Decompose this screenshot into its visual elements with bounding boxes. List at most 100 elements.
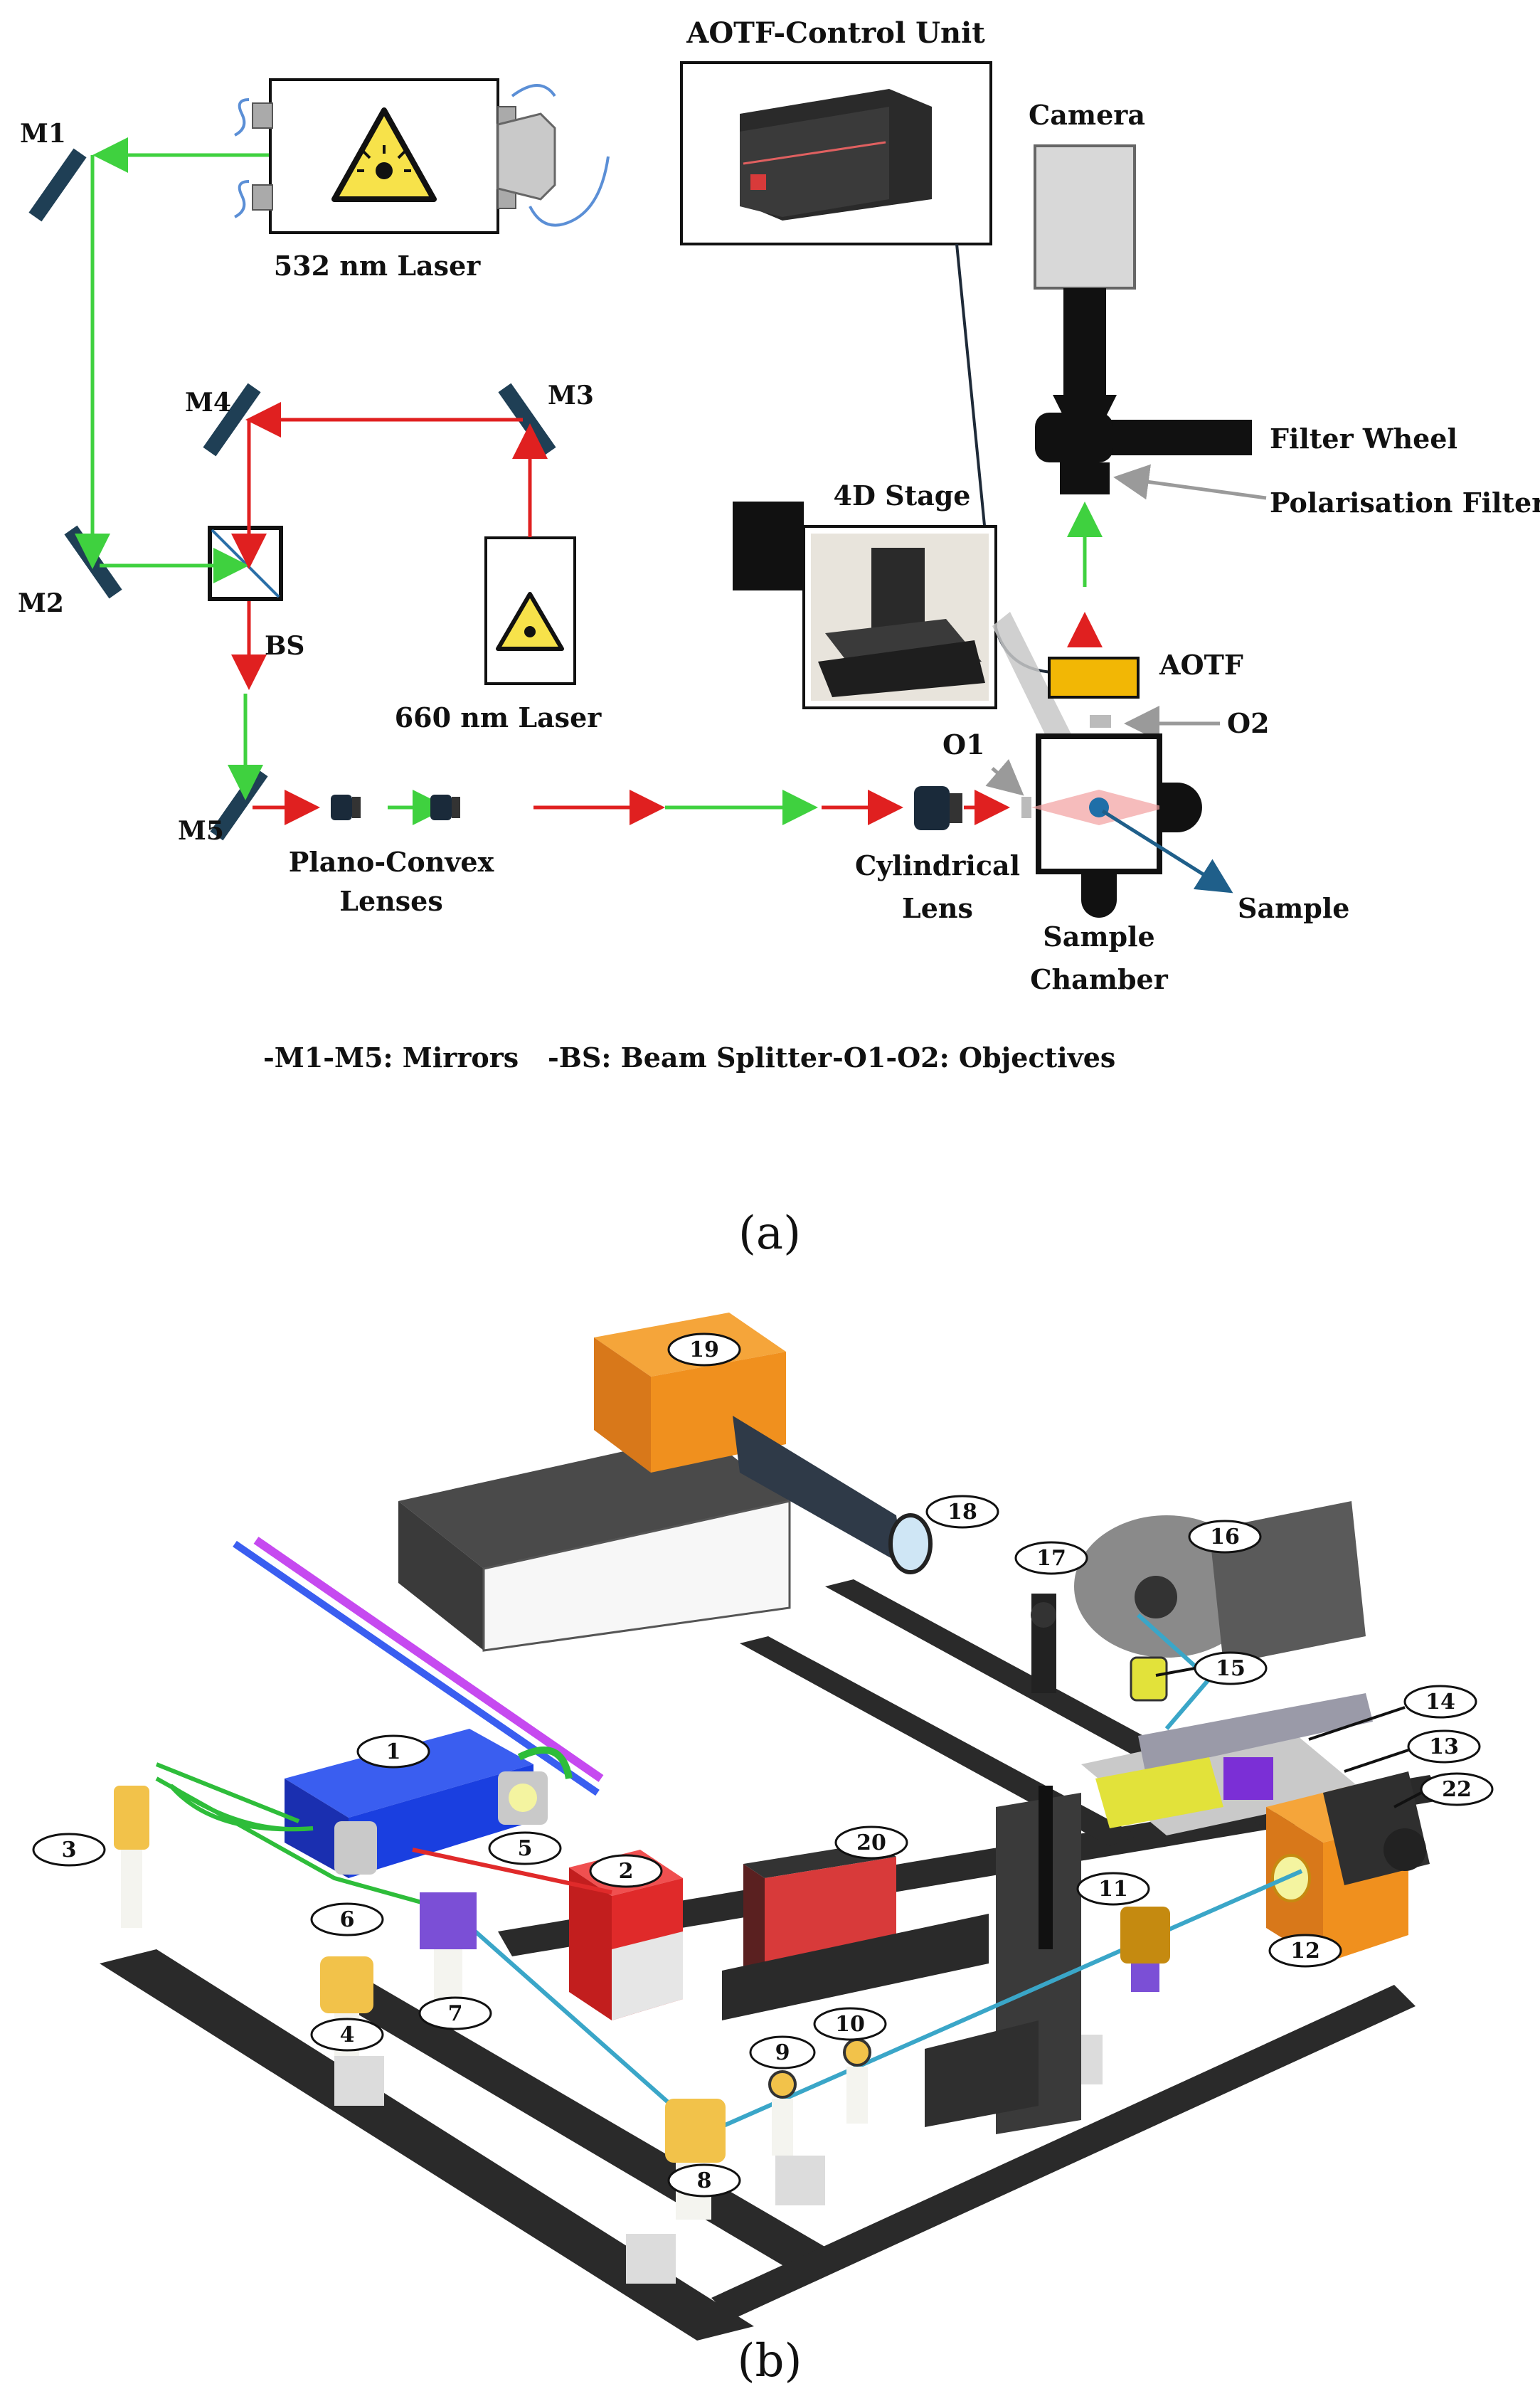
aotf-label: AOTF [1159,649,1243,681]
stage-tower [925,1786,1081,2134]
callout-2: 2 [589,1854,663,1888]
legend-mirrors: -M1-M5: Mirrors [263,1042,519,1074]
sample-pointer [1101,809,1233,894]
callout-17: 17 [1014,1541,1088,1575]
callout-3: 3 [32,1833,106,1867]
mirror-mount-5 [498,1771,548,1825]
green-beam-path [75,137,1103,825]
svg-text:5: 5 [518,1836,533,1861]
laser-660-label: 660 nm Laser [395,701,602,733]
callout-labels: 1 2 3 4 5 6 7 8 9 10 11 12 13 14 15 16 1… [32,1332,1494,2198]
callout-1: 1 [356,1734,430,1769]
mirror-mount-3 [114,1786,149,1928]
plano-convex-lens-2 [430,795,460,820]
lens-mount-9 [768,2070,797,2156]
laser-660-unit [484,536,576,685]
sample-chamber-label-line2: Chamber [1030,963,1168,995]
svg-text:3: 3 [62,1838,77,1862]
callout-7: 7 [418,1996,492,2030]
filter-wheel [1035,413,1252,494]
red-beam-path [231,402,1119,825]
laser-532-unit [234,78,610,234]
callout-14: 14 [1403,1685,1477,1719]
stage-4d-label: 4D Stage [834,479,971,512]
cylindrical-label-line2: Lens [902,892,973,924]
mirror-m1-label: M1 [20,119,66,149]
svg-text:2: 2 [619,1859,634,1884]
sample-chamber [1031,733,1202,918]
callout-8: 8 [667,2163,741,2198]
lens-mount-11 [1120,1907,1170,1992]
mount-17 [1031,1594,1056,1693]
lens-mount-10 [843,2038,871,2124]
sample-label: Sample [1238,892,1349,924]
plano-convex-label-line1: Plano-Convex [289,846,494,878]
cylindrical-lens [914,786,962,830]
laser-module-1 [233,1537,604,1878]
objective-o1 [1021,797,1031,818]
camera [1034,144,1136,430]
objective-o2 [1090,715,1111,728]
callout-10: 10 [813,2007,887,2041]
mirror-m2-label: M2 [18,588,64,618]
callout-6: 6 [310,1902,384,1936]
polarisation-filter-pointer [1113,464,1267,500]
callout-12: 12 [1268,1934,1342,1968]
plano-convex-lens-1 [331,795,361,820]
beam-splitter-label: BS [265,631,304,661]
svg-text:8: 8 [697,2168,712,2193]
callout-19: 19 [667,1332,741,1367]
callout-20: 20 [834,1825,908,1860]
mirror-mount-6 [334,1821,377,1875]
o2-label: O2 [1227,707,1270,739]
svg-text:22: 22 [1442,1777,1472,1802]
mirror-m4-label: M4 [185,388,231,418]
legend-objectives: -O1-O2: Objectives [832,1042,1115,1074]
svg-text:18: 18 [947,1500,977,1525]
mount-15 [1130,1656,1168,1702]
optics-enclosure [398,1433,791,1652]
aotf-control-unit-label: AOTF-Control Unit [686,16,985,50]
svg-text:4: 4 [340,2023,355,2047]
plano-convex-label-line2: Lenses [339,885,443,917]
callout-18: 18 [925,1495,999,1529]
beam-splitter-7 [420,1892,477,1999]
filter-wheel-label: Filter Wheel [1270,423,1457,455]
svg-text:9: 9 [775,2040,790,2065]
laser-532-label: 532 nm Laser [274,250,482,282]
mirror-m3-label: M3 [548,381,594,410]
legend-beam-splitter: -BS: Beam Splitter [548,1042,832,1074]
aotf-crystal [1048,657,1140,699]
svg-text:12: 12 [1290,1939,1320,1964]
mirror-m5-label: M5 [178,816,224,846]
callout-22: 22 [1420,1772,1494,1806]
stage-4d [802,525,997,709]
stage-arm [992,612,1081,765]
o1-pointer [985,758,1024,796]
cylindrical-label-line1: Cylindrical [855,849,1020,881]
panel-a-caption: (a) [738,1207,801,1260]
svg-text:6: 6 [340,1907,355,1932]
callout-9: 9 [749,2035,816,2070]
panel-b-caption: (b) [738,2335,802,2388]
svg-text:16: 16 [1210,1525,1240,1549]
svg-text:13: 13 [1429,1734,1459,1759]
beam-splitter [208,526,283,601]
svg-text:15: 15 [1216,1656,1246,1681]
beam-lines [155,1613,1303,2137]
callout-15: 15 [1194,1651,1268,1685]
aotf-control-unit [680,61,992,245]
o1-label: O1 [942,728,985,761]
svg-text:10: 10 [835,2012,865,2037]
callout-5: 5 [488,1831,562,1865]
mirror-m1 [28,148,87,222]
sample-chamber-label-line1: Sample [1043,921,1154,953]
laser-warning-icon [331,107,437,202]
svg-text:1: 1 [386,1739,401,1764]
laser-warning-icon [496,592,564,651]
callout-16: 16 [1188,1520,1262,1554]
stage-block [733,502,804,590]
svg-text:14: 14 [1425,1690,1455,1715]
svg-text:7: 7 [448,2001,463,2026]
